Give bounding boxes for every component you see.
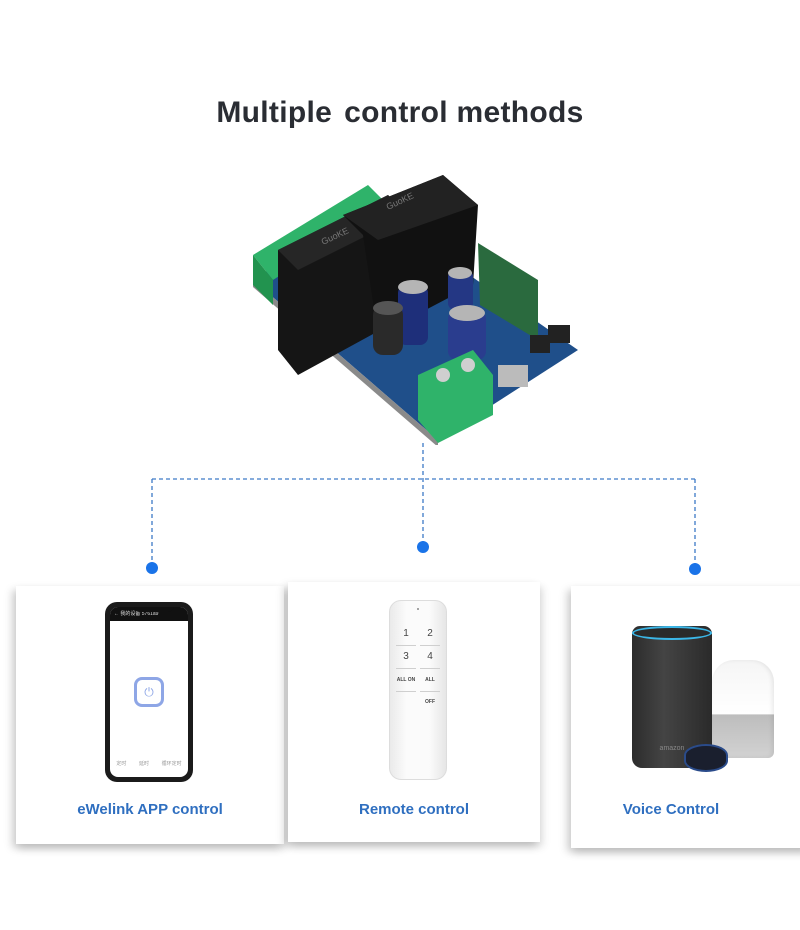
method-label-app: eWelink APP control [77,801,223,818]
method-label-voice: Voice Control [622,801,720,818]
remote-key-all-on: ALL ON [396,669,416,692]
page-title: Multiple control methods [0,96,800,130]
smartphone-icon: ← 我的设备 5761a9 ⏻ 定时 延时 循环定时 [105,602,193,782]
power-button-icon: ⏻ [134,677,164,707]
phone-notch [134,607,174,612]
phone-tab-delay: 延时 [138,761,149,767]
remote-control-icon: 1 2 3 4 ALL ON ALL OFF [389,600,447,780]
inductor [373,305,403,355]
method-label-remote: Remote control [358,801,469,818]
wifi-module [478,243,538,340]
remote-key-2: 2 [420,623,440,646]
pcb-button-2 [548,325,570,343]
echo-dot-icon [684,744,728,772]
remote-key-1: 1 [396,623,416,646]
capacitor-1 [398,285,428,345]
method-card-voice: amazon Voice Control [571,586,800,848]
phone-screen: ← 我的设备 5761a9 ⏻ 定时 延时 循环定时 [110,607,188,777]
method-card-remote: 1 2 3 4 ALL ON ALL OFF Remote control [288,582,540,842]
phone-tab-timer: 定时 [116,761,127,767]
remote-key-3: 3 [396,646,416,669]
connector-dot-right [689,563,701,575]
title-word-2: control methods [344,96,584,129]
connector-dot-left [146,562,158,574]
echo-brand: amazon [659,745,685,752]
phone-tab-bar: 定时 延时 循环定时 [110,760,188,767]
echo-light-ring [632,626,712,640]
capacitor-2 [448,270,473,310]
google-home-icon [712,660,774,758]
capacitor-3 [448,310,486,360]
title-word-1: Multiple [216,96,333,129]
micro-usb-port [498,365,528,387]
remote-key-all-off: ALL OFF [420,669,440,705]
method-card-app: ← 我的设备 5761a9 ⏻ 定时 延时 循环定时 eWelink APP c… [16,586,284,844]
connector-dot-center [417,541,429,553]
remote-key-4: 4 [420,646,440,669]
phone-tab-loop: 循环定时 [161,761,182,767]
remote-led [417,608,419,610]
remote-keypad: 1 2 3 4 ALL ON ALL OFF [396,623,440,705]
relay-board-image: GuoKE GuoKE [253,175,578,445]
pcb-button-1 [530,335,550,353]
